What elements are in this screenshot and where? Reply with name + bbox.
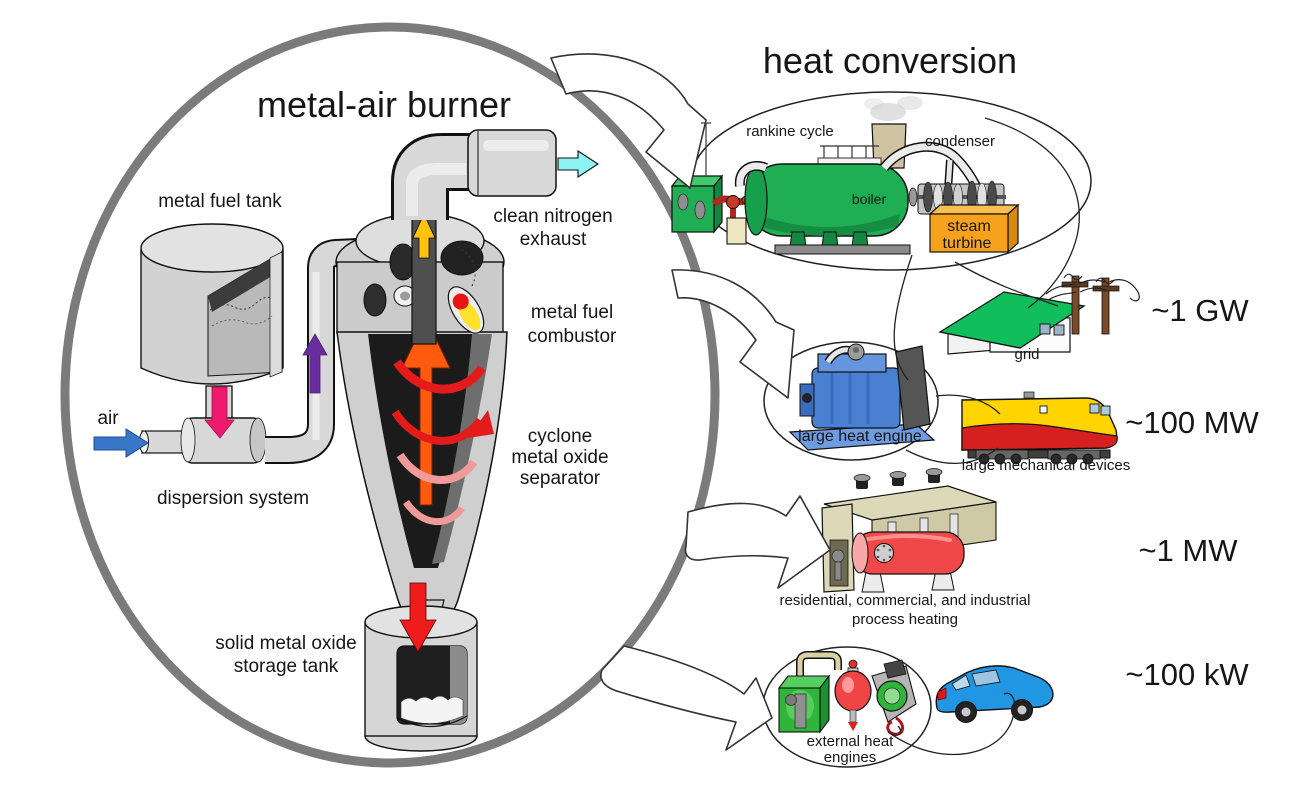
metal-fuel-tank-icon xyxy=(140,223,284,433)
flow-arrow-to-heat-engine xyxy=(671,269,795,399)
power-100mw-label: ~100 MW xyxy=(1125,405,1259,440)
red-swirl-arrowhead xyxy=(468,410,494,438)
external-heat-engines-icon xyxy=(777,651,917,736)
grid-label: grid xyxy=(1014,346,1039,363)
separator-label-line1: cyclone xyxy=(528,426,592,447)
heat-flow-arrows xyxy=(550,53,831,751)
flow-arrow-to-external-engines xyxy=(600,645,773,751)
dispersion-system-icon xyxy=(139,417,267,464)
red-swirl-arrow xyxy=(393,359,486,394)
salmon-swirl-arrow xyxy=(396,452,478,484)
metal-fuel-tank-label: metal fuel tank xyxy=(158,191,282,212)
large-mechanical-devices-label: large mechanical devices xyxy=(962,457,1130,474)
steam-turbine-label-line1: steam xyxy=(947,218,991,235)
boiler-label: boiler xyxy=(852,191,887,207)
flow-arrow-to-process-heating xyxy=(684,495,831,589)
fuel-feed-arrow xyxy=(204,386,235,439)
exhaust-label-line1: clean nitrogen xyxy=(493,206,612,227)
exhaust-label-line2: exhaust xyxy=(520,229,587,250)
external-engines-label-line1: external heat xyxy=(807,733,895,750)
power-1mw-label: ~1 MW xyxy=(1138,533,1238,568)
cyclone-separator-icon xyxy=(335,129,557,627)
power-lines-icon xyxy=(1045,273,1140,335)
rankine-cycle-icon xyxy=(670,96,1020,255)
rankine-cycle-label: rankine cycle xyxy=(746,123,834,140)
process-heating-icon xyxy=(821,468,997,593)
yellow-up-arrow xyxy=(412,213,436,259)
separator-label-line2: metal oxide xyxy=(511,447,608,468)
external-engines-label-line2: engines xyxy=(824,749,877,766)
oxide-drop-arrow xyxy=(399,582,437,653)
power-100kw-label: ~100 kW xyxy=(1125,657,1249,692)
locomotive-icon xyxy=(961,391,1118,465)
separator-label-line3: separator xyxy=(520,468,601,489)
grid-house-icon xyxy=(938,291,1086,355)
flow-arrow-to-rankine xyxy=(550,53,707,189)
firebox-antenna xyxy=(701,122,711,176)
power-1gw-label: ~1 GW xyxy=(1151,293,1249,328)
storage-label-line2: storage tank xyxy=(234,656,339,677)
dispersion-system-label: dispersion system xyxy=(157,488,309,509)
steam-turbine-label-line2: turbine xyxy=(943,235,992,252)
large-heat-engine-icon xyxy=(788,343,936,451)
connector-curves xyxy=(887,117,1080,756)
car-icon xyxy=(935,665,1054,723)
storage-label-line1: solid metal oxide xyxy=(215,633,357,654)
condenser-label: condenser xyxy=(925,133,995,150)
process-heating-label-line1: residential, commercial, and industrial xyxy=(780,592,1031,609)
process-heating-label-line2: process heating xyxy=(852,611,958,628)
exhaust-outlet-arrow xyxy=(557,149,600,179)
combustor-label-line2: combustor xyxy=(528,326,617,347)
roof-vents xyxy=(853,468,943,489)
flame-icon xyxy=(447,286,485,334)
air-inlet-arrow xyxy=(93,428,149,458)
heat-conversion-title: heat conversion xyxy=(763,40,1017,81)
riser-flow-arrow xyxy=(302,333,328,394)
burner-boundary-ellipse xyxy=(60,22,720,768)
combustor-label-line1: metal fuel xyxy=(531,302,613,323)
burner-title: metal-air burner xyxy=(257,84,511,125)
large-heat-engine-label: large heat engine xyxy=(798,428,922,445)
air-label: air xyxy=(97,408,119,429)
